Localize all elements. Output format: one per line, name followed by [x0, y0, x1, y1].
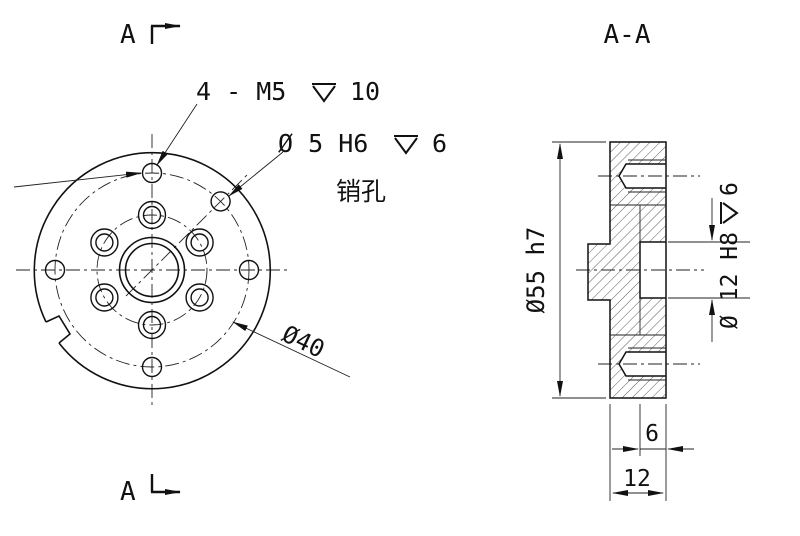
thickness-12-text: 12: [623, 466, 651, 492]
bolt-circle-dashed: [54, 172, 250, 368]
cut-mark-bottom: [150, 474, 181, 495]
center-boss-circle: [118, 236, 186, 304]
thread-callout-leader: [156, 103, 198, 166]
bolt-circle-leader: [232, 321, 351, 378]
pin-hole-circle: [210, 191, 231, 212]
pin-callout-leader: [228, 151, 284, 197]
pin-hole-label: 销孔: [336, 177, 386, 206]
outer-dia-dimension: Ø55 h7: [522, 141, 606, 399]
thread-callout-text: 4 - M5: [196, 77, 286, 106]
cut-mark-top: [150, 23, 181, 44]
outer-dia-text: Ø55 h7: [522, 227, 550, 314]
section-cut-body: [587, 141, 667, 399]
depth-symbol-icon: [312, 83, 336, 103]
center-bore-circle: [124, 242, 180, 298]
bore-depth-text: 6: [717, 182, 743, 196]
depth-symbol-icon: [394, 135, 418, 155]
cut-label-top: A: [120, 20, 136, 50]
section-title: A-A: [604, 20, 651, 50]
section-view: A-A Ø55 h7: [522, 20, 750, 501]
depth-6-text: 6: [645, 421, 659, 447]
front-view: 4 - M5 10 Ø 5 H6 6 销孔 Ø40 A A: [13, 20, 447, 507]
depth-symbol-icon: [720, 202, 739, 224]
bore-dimension: Ø 12 H8 6: [668, 182, 750, 342]
counterbore-holes: [90, 200, 214, 340]
edge-notch: [45, 314, 72, 344]
section-step-edges: [610, 204, 666, 336]
bore-dia-text: Ø 12 H8: [717, 232, 743, 329]
thread-callout-depth: 10: [350, 77, 380, 106]
pin-hole-centerline: [125, 173, 249, 297]
thread-lines: [628, 159, 666, 381]
thickness-dimension: 12: [609, 404, 664, 501]
pin-callout-text: Ø 5 H6: [278, 129, 368, 158]
inner-bolt-circle-dashed: [96, 214, 208, 326]
pin-callout-depth: 6: [432, 129, 447, 158]
thread-callout-leader-left: [13, 171, 142, 188]
bolt-circle-dimension: Ø40: [278, 320, 329, 364]
outer-circle: [33, 151, 272, 390]
cut-label-bottom: A: [120, 477, 136, 507]
m5-tapped-holes: [44, 162, 260, 378]
bolt-circle-dia-text: Ø40: [278, 320, 329, 364]
bore-depth-dimension: 6: [612, 404, 694, 501]
